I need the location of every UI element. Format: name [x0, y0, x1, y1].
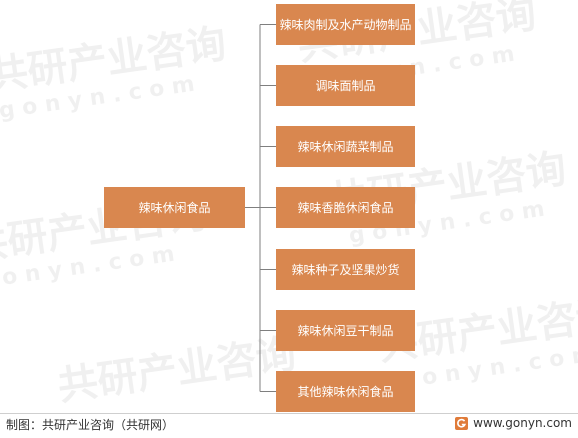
root-node-label: 辣味休闲食品 [138, 201, 211, 215]
child-node-label: 辣味种子及坚果炒货 [291, 263, 400, 277]
child-node: 辣味肉制及水产动物制品 [276, 4, 415, 45]
child-node: 辣味休闲豆干制品 [276, 310, 415, 351]
child-node: 辣味香脆休闲食品 [276, 187, 415, 228]
child-node: 调味面制品 [276, 65, 415, 106]
child-node-label: 其他辣味休闲食品 [297, 385, 394, 399]
child-node: 其他辣味休闲食品 [276, 371, 415, 412]
child-node-label: 调味面制品 [315, 79, 376, 93]
child-node: 辣味种子及坚果炒货 [276, 249, 415, 290]
root-node: 辣味休闲食品 [104, 187, 245, 228]
brand-footer: www.gonyn.com [455, 416, 572, 430]
website-url: www.gonyn.com [473, 416, 572, 430]
source-caption: 制图：共研产业咨询（共研网） [6, 418, 175, 432]
child-node-label: 辣味休闲豆干制品 [297, 324, 394, 338]
gonyn-logo-icon [455, 416, 469, 430]
child-node-label: 辣味休闲蔬菜制品 [297, 140, 394, 154]
child-node: 辣味休闲蔬菜制品 [276, 126, 415, 167]
child-node-label: 辣味香脆休闲食品 [297, 201, 394, 215]
child-node-label: 辣味肉制及水产动物制品 [279, 18, 412, 32]
footer-divider [0, 413, 578, 414]
